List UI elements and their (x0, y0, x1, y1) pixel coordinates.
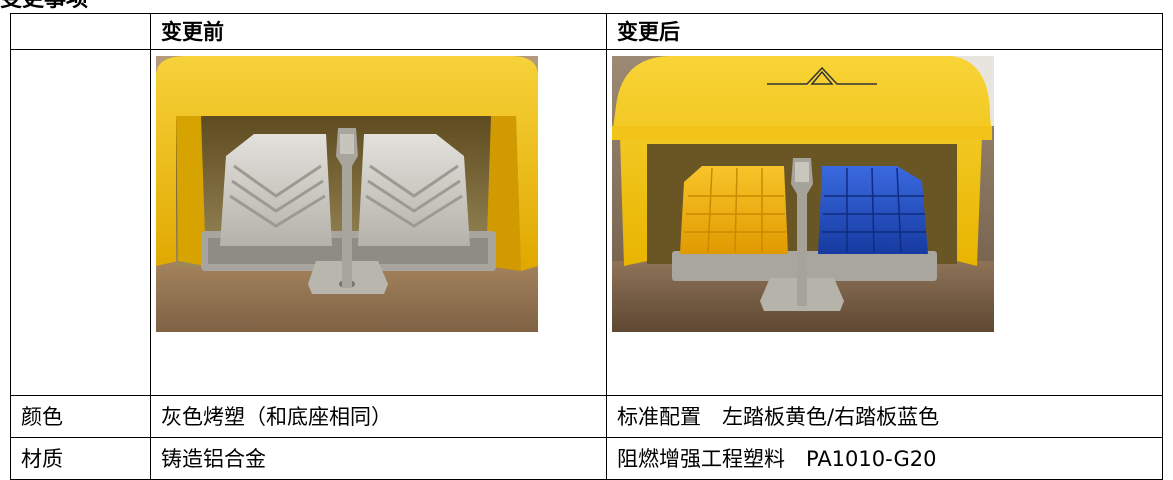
table-row-material: 材质 铸造铝合金 阻燃增强工程塑料 PA1010-G20 (10, 437, 1163, 480)
image-row-label-cell (10, 49, 151, 396)
row-label-color: 颜色 (10, 395, 151, 438)
color-before-cell: 灰色烤塑（和底座相同） (150, 395, 607, 438)
before-image-cell (150, 49, 607, 396)
material-after-cell: 阻燃增强工程塑料 PA1010-G20 (606, 437, 1163, 480)
comparison-table: 变更前 变更后 (10, 13, 1163, 480)
row-label-material: 材质 (10, 437, 151, 480)
color-after-cell: 标准配置 左踏板黄色/右踏板蓝色 (606, 395, 1163, 438)
header-before: 变更前 (150, 13, 607, 50)
table-row-color: 颜色 灰色烤塑（和底座相同） 标准配置 左踏板黄色/右踏板蓝色 (10, 395, 1163, 438)
image-row (10, 49, 1163, 396)
foot-switch-before-photo (156, 56, 538, 332)
header-row: 变更前 变更后 (10, 13, 1163, 50)
header-after: 变更后 (606, 13, 1163, 50)
header-empty-cell (10, 13, 151, 50)
after-image-cell (606, 49, 1163, 396)
material-before-cell: 铸造铝合金 (150, 437, 607, 480)
section-title: 变更事项 (0, 0, 88, 13)
foot-switch-after-photo (612, 56, 994, 332)
